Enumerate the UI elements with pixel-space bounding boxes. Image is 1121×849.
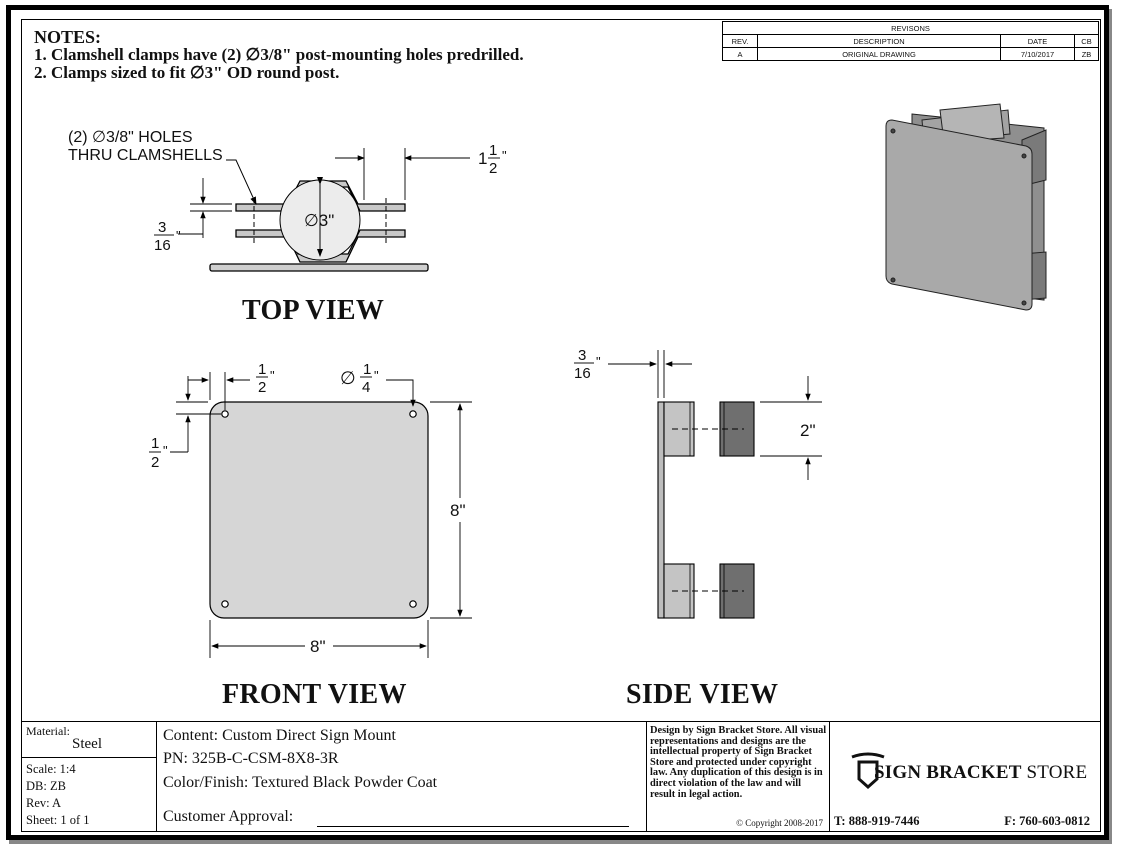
top-view-title: TOP VIEW — [242, 295, 385, 326]
side-thick-num: 3 — [578, 347, 586, 364]
clamp-thick-inch: " — [176, 228, 181, 243]
material-label: Material: — [26, 724, 70, 738]
note-line-2: 2. Clamps sized to fit ∅3" OD round post… — [34, 63, 340, 82]
part-number-text: PN: 325B-C-CSM-8X8-3R — [163, 750, 339, 767]
title-block-brand-cell: SIGN BRACKET STORE T: 888-919-7446 F: 76… — [830, 722, 1100, 832]
mount-hole-bottom-right — [409, 600, 417, 608]
sign-bracket-logo-icon — [851, 752, 885, 790]
material-divider — [22, 757, 157, 758]
title-block-content-cell: Content: Custom Direct Sign Mount PN: 32… — [157, 722, 647, 832]
finish-text: Color/Finish: Textured Black Powder Coat — [163, 774, 438, 791]
hole-offset-side-num: 1 — [151, 435, 159, 452]
drawing-frame-inner — [21, 19, 1101, 832]
clamp-width-den: 2 — [489, 160, 497, 177]
brand-name-light: STORE — [1021, 762, 1088, 783]
hole-offset-top-num: 1 — [258, 361, 266, 378]
post-diameter-label: ∅3" — [304, 211, 334, 230]
top-view-base-plate — [209, 263, 429, 272]
side-plate — [657, 401, 665, 619]
revisions-table: REVISONS REV. DESCRIPTION DATE CB A ORIG… — [722, 21, 1099, 61]
material-value: Steel — [72, 736, 102, 752]
side-view-title: SIDE VIEW — [626, 679, 779, 710]
notes-block: NOTES: 1. Clamshell clamps have (2) ∅3/8… — [34, 28, 524, 82]
clamp-width-inch: " — [502, 148, 507, 163]
holes-note-line-2: THRU CLAMSHELLS — [68, 147, 223, 164]
brand-name: SIGN BRACKET STORE — [874, 762, 1087, 784]
rev-cell-cb: ZB — [1074, 47, 1099, 61]
content-text: Content: Custom Direct Sign Mount — [163, 727, 396, 744]
plate-width-label: 8" — [310, 637, 326, 656]
notes-heading: NOTES: — [34, 27, 102, 47]
front-view-drawing — [170, 372, 472, 658]
hole-offset-side-den: 2 — [151, 454, 159, 471]
rev-cell-date: 7/10/2017 — [1000, 47, 1075, 61]
clamp-height-label: 2" — [800, 421, 816, 440]
top-view-drawing — [178, 148, 470, 272]
clamp-thick-num: 3 — [158, 219, 166, 236]
plate-height-label: 8" — [450, 501, 466, 520]
hole-offset-side-inch: " — [163, 443, 168, 458]
sheet-text: Sheet: 1 of 1 — [26, 813, 90, 827]
side-view-drawing — [608, 350, 822, 619]
hole-dia-den: 4 — [362, 379, 370, 396]
db-text: DB: ZB — [26, 779, 66, 793]
mount-hole-top-left — [221, 410, 229, 418]
clamp-thick-den: 16 — [154, 237, 171, 254]
title-block: Material: Steel Scale: 1:4 DB: ZB Rev: A… — [22, 721, 1100, 832]
sign-plate — [209, 401, 429, 619]
clamp-width-whole: 1 — [478, 149, 487, 168]
holes-note-line-1: (2) ∅3/8" HOLES — [68, 129, 193, 146]
note-line-1: 1. Clamshell clamps have (2) ∅3/8" post-… — [34, 45, 524, 64]
title-block-legal-cell: Design by Sign Bracket Store. All visual… — [647, 722, 830, 832]
isometric-sign-plate — [885, 119, 1033, 311]
side-clamp-lower-near — [663, 563, 695, 619]
scale-text: Scale: 1:4 — [26, 762, 76, 776]
hole-offset-top-inch: " — [270, 368, 275, 383]
copyright-text: © Copyright 2008-2017 — [736, 818, 823, 828]
clamp-width-num: 1 — [489, 142, 497, 159]
customer-approval-signature-line[interactable] — [317, 826, 629, 827]
phone-number: T: 888-919-7446 — [834, 814, 920, 828]
hole-dia-phi: ∅ — [340, 368, 356, 388]
side-clamp-upper-near — [663, 401, 695, 457]
hole-dia-inch: " — [374, 368, 379, 383]
customer-approval-label: Customer Approval: — [163, 808, 294, 825]
rev-cell-description: ORIGINAL DRAWING — [757, 47, 1001, 61]
hole-dia-num: 1 — [363, 361, 371, 378]
mount-hole-top-right — [409, 410, 417, 418]
title-block-material-cell: Material: Steel Scale: 1:4 DB: ZB Rev: A… — [22, 722, 157, 832]
isometric-view — [885, 103, 1047, 311]
mount-hole-bottom-left — [221, 600, 229, 608]
legal-notice: Design by Sign Bracket Store. All visual… — [650, 725, 827, 800]
fax-number: F: 760-603-0812 — [1004, 814, 1090, 828]
brand-name-bold: SIGN BRACKET — [874, 762, 1022, 783]
side-thick-den: 16 — [574, 365, 591, 382]
side-thick-inch: " — [596, 354, 601, 369]
hole-offset-top-den: 2 — [258, 379, 266, 396]
drawing-frame-outer — [6, 5, 1109, 840]
front-view-title: FRONT VIEW — [222, 679, 407, 710]
rev-text: Rev: A — [26, 796, 62, 810]
